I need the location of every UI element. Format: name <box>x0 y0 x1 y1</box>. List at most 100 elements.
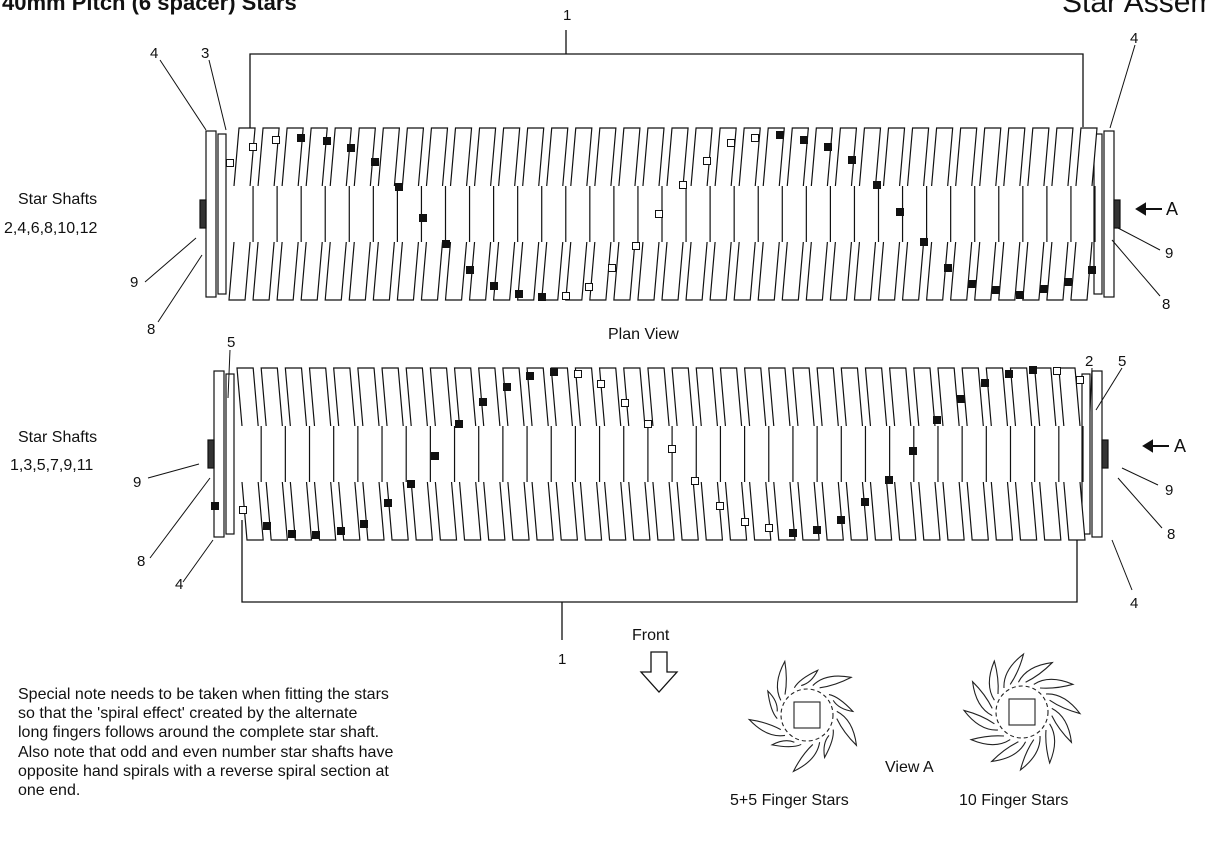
star-finger <box>937 367 960 427</box>
star-finger <box>1003 652 1025 689</box>
star-finger <box>733 241 756 301</box>
marker-filled <box>431 452 439 460</box>
star-finger <box>458 481 482 541</box>
hub-circle <box>780 688 834 742</box>
marker-filled <box>503 383 511 391</box>
star-finger <box>498 127 521 187</box>
star-finger <box>502 367 525 427</box>
star-finger <box>840 367 864 427</box>
star-finger <box>845 481 869 541</box>
part-5-bottom-left: 5 <box>227 334 236 351</box>
star-finger <box>386 481 409 541</box>
star-10-caption: 10 Finger Stars <box>959 792 1069 809</box>
star-finger <box>700 481 724 541</box>
star-finger <box>410 481 434 541</box>
star-finger <box>961 367 984 427</box>
star-finger <box>444 241 468 301</box>
marker-filled <box>288 530 296 538</box>
star-finger <box>453 367 477 427</box>
star-finger <box>1027 127 1050 187</box>
marker-open <box>585 283 593 291</box>
star-finger <box>797 481 820 541</box>
bracket-bottom <box>241 520 1078 640</box>
star-finger <box>869 481 893 541</box>
star-finger <box>260 367 283 427</box>
star-finger <box>805 241 828 301</box>
star-finger <box>942 481 965 541</box>
part-8-bottom-right: 8 <box>1167 526 1176 543</box>
marker-filled <box>312 531 320 539</box>
square-bore <box>793 701 821 729</box>
star-finger <box>550 367 573 427</box>
star-finger <box>372 241 395 301</box>
marker-filled <box>442 240 450 248</box>
star-finger <box>289 481 313 541</box>
star-finger <box>1045 693 1082 715</box>
star-55-caption: 5+5 Finger Stars <box>730 792 849 809</box>
marker-open <box>239 506 247 514</box>
star-finger <box>768 367 791 427</box>
marker-filled <box>873 181 881 189</box>
star-finger <box>338 481 361 541</box>
star-finger <box>507 481 530 541</box>
star-finger <box>362 481 385 541</box>
star-finger <box>661 241 684 301</box>
marker-filled <box>837 516 845 524</box>
end-plate <box>1103 130 1115 298</box>
marker-filled <box>861 498 869 506</box>
star-finger <box>522 127 545 187</box>
marker-filled <box>360 520 368 528</box>
marker-filled <box>466 266 474 274</box>
star-finger <box>685 241 708 301</box>
marker-open <box>727 139 735 147</box>
star-finger <box>695 367 719 427</box>
star-finger <box>990 741 1027 763</box>
marker-open <box>608 264 616 272</box>
star-finger <box>236 367 259 427</box>
view-a-marker-bottom: A <box>1174 436 1187 456</box>
star-finger <box>531 481 554 541</box>
star-finger <box>483 481 506 541</box>
shaft-end <box>1101 439 1109 469</box>
marker-open <box>691 477 699 485</box>
star-finger <box>1033 678 1075 689</box>
star-finger <box>969 735 1011 746</box>
marker-filled <box>992 286 1000 294</box>
marker-filled <box>550 368 558 376</box>
star-finger <box>990 481 1014 541</box>
assembly-title: Star Assembl <box>1062 0 1208 19</box>
marker-filled <box>337 527 345 535</box>
star-finger <box>628 481 651 541</box>
star-finger <box>918 481 941 541</box>
marker-filled <box>968 280 976 288</box>
marker-open <box>226 159 234 167</box>
star-finger <box>594 127 617 187</box>
marker-open <box>574 370 582 378</box>
star-finger <box>836 710 858 747</box>
marker-open <box>249 143 257 151</box>
star-finger <box>284 367 308 427</box>
star-shaft-bottom <box>207 367 1109 541</box>
star-finger <box>623 367 646 427</box>
star-finger <box>979 127 1002 187</box>
star-finger <box>401 127 425 187</box>
marker-filled <box>407 480 415 488</box>
part-1-bottom: 1 <box>558 651 567 668</box>
star-finger <box>776 659 787 701</box>
star-finger <box>1039 481 1062 541</box>
marker-open <box>621 399 629 407</box>
marker-open <box>703 157 711 165</box>
star-finger <box>333 367 356 427</box>
star-finger <box>1009 367 1033 427</box>
star-finger <box>449 127 473 187</box>
star-finger <box>743 367 767 427</box>
star-finger <box>265 481 288 541</box>
star-finger <box>738 127 761 187</box>
marker-open <box>272 136 280 144</box>
part-8-top-left: 8 <box>147 321 156 338</box>
star-finger <box>864 367 888 427</box>
star-finger <box>348 241 371 301</box>
marker-filled <box>813 526 821 534</box>
star-finger <box>888 367 912 427</box>
star-finger <box>1022 241 1045 301</box>
